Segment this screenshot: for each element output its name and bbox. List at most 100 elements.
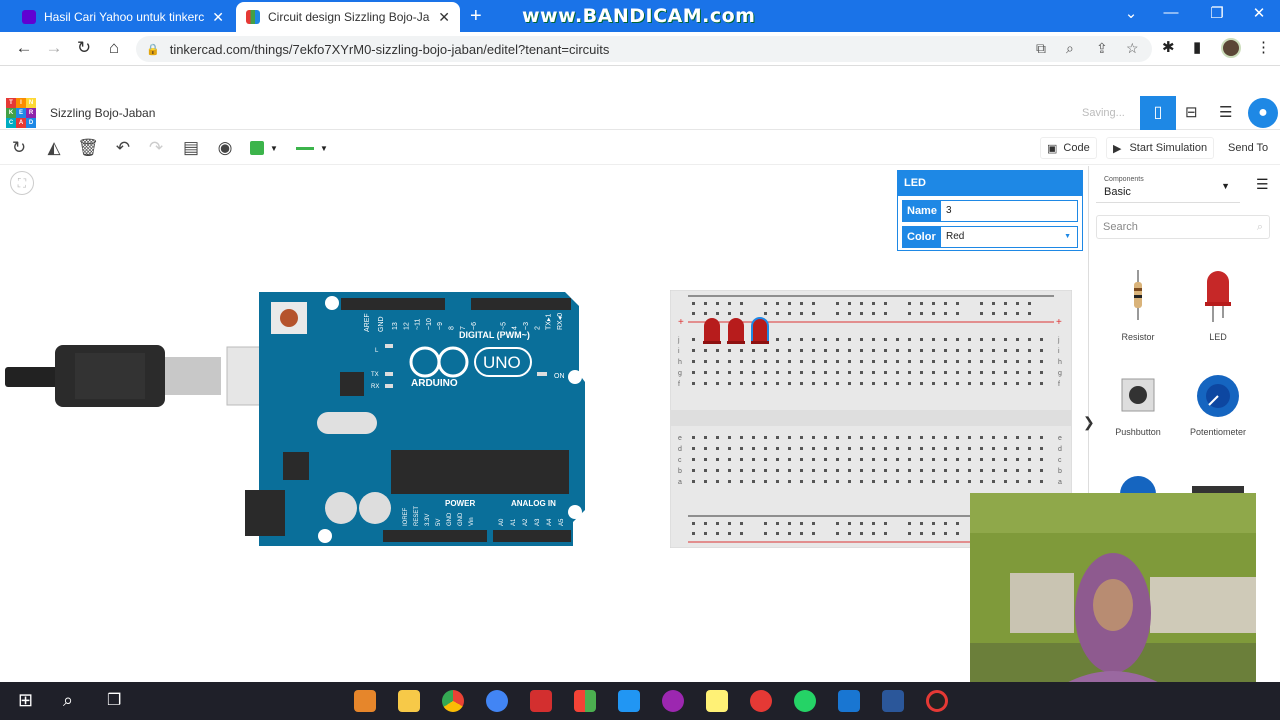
breadboard-hole[interactable] [896, 469, 899, 472]
breadboard-hole[interactable] [992, 349, 995, 352]
breadboard-hole[interactable] [848, 469, 851, 472]
breadboard-hole[interactable] [800, 522, 803, 525]
breadboard-hole[interactable] [860, 447, 863, 450]
code-button[interactable]: ▣ Code [1040, 137, 1097, 159]
breadboard-hole[interactable] [812, 532, 815, 535]
breadboard-hole[interactable] [836, 382, 839, 385]
breadboard-hole[interactable] [824, 436, 827, 439]
breadboard-hole[interactable] [908, 371, 911, 374]
breadboard-hole[interactable] [956, 360, 959, 363]
breadboard-hole[interactable] [716, 436, 719, 439]
breadboard-hole[interactable] [872, 312, 875, 315]
breadboard-hole[interactable] [848, 458, 851, 461]
breadboard-hole[interactable] [980, 480, 983, 483]
breadboard-hole[interactable] [1004, 447, 1007, 450]
breadboard-hole[interactable] [980, 371, 983, 374]
breadboard-hole[interactable] [824, 360, 827, 363]
breadboard-hole[interactable] [932, 436, 935, 439]
breadboard-hole[interactable] [1004, 480, 1007, 483]
breadboard-hole[interactable] [740, 458, 743, 461]
breadboard-hole[interactable] [992, 360, 995, 363]
breadboard-hole[interactable] [956, 522, 959, 525]
component-search-input[interactable]: Search ⌕ [1096, 215, 1270, 239]
extensions-icon[interactable]: ✱ [1162, 39, 1175, 56]
breadboard-hole[interactable] [836, 349, 839, 352]
breadboard-hole[interactable] [800, 360, 803, 363]
breadboard-hole[interactable] [860, 302, 863, 305]
windows-start-icon[interactable]: ⊞ [18, 690, 34, 710]
app-red-icon[interactable] [530, 690, 552, 712]
breadboard-hole[interactable] [788, 382, 791, 385]
url-field[interactable]: 🔒 tinkercad.com/things/7ekfo7XYrM0-sizzl… [136, 36, 1152, 62]
breadboard-hole[interactable] [920, 382, 923, 385]
breadboard-hole[interactable] [968, 458, 971, 461]
breadboard-hole[interactable] [788, 532, 791, 535]
breadboard-hole[interactable] [836, 338, 839, 341]
breadboard-hole[interactable] [776, 458, 779, 461]
breadboard-hole[interactable] [956, 371, 959, 374]
components-select[interactable]: Components Basic ▼ [1096, 171, 1240, 203]
reset-button[interactable] [280, 309, 298, 327]
tab-search-icon[interactable]: ⌄ [1124, 5, 1138, 22]
breadboard-hole[interactable] [1040, 338, 1043, 341]
breadboard-hole[interactable] [932, 360, 935, 363]
breadboard-hole[interactable] [812, 382, 815, 385]
breadboard-hole[interactable] [836, 312, 839, 315]
breadboard-hole[interactable] [932, 312, 935, 315]
breadboard-hole[interactable] [932, 338, 935, 341]
breadboard-hole[interactable] [884, 469, 887, 472]
opera-icon[interactable] [750, 690, 772, 712]
breadboard-hole[interactable] [764, 458, 767, 461]
breadboard-hole[interactable] [728, 436, 731, 439]
breadboard-hole[interactable] [848, 349, 851, 352]
breadboard-hole[interactable] [1040, 349, 1043, 352]
breadboard-hole[interactable] [740, 469, 743, 472]
breadboard-hole[interactable] [728, 371, 731, 374]
breadboard-hole[interactable] [776, 436, 779, 439]
reload-button[interactable]: ↻ [76, 38, 92, 57]
breadboard-hole[interactable] [1016, 382, 1019, 385]
breadboard-hole[interactable] [1004, 302, 1007, 305]
breadboard-hole[interactable] [884, 312, 887, 315]
breadboard-hole[interactable] [932, 532, 935, 535]
breadboard-hole[interactable] [692, 382, 695, 385]
whatsapp-icon[interactable] [794, 690, 816, 712]
breadboard-hole[interactable] [740, 436, 743, 439]
breadboard-hole[interactable] [872, 480, 875, 483]
breadboard-hole[interactable] [944, 349, 947, 352]
breadboard-hole[interactable] [788, 302, 791, 305]
part-pushbutton[interactable]: Pushbutton [1098, 375, 1178, 437]
breadboard-hole[interactable] [932, 382, 935, 385]
breadboard-hole[interactable] [1016, 338, 1019, 341]
schematic-view-icon[interactable]: ⊟ [1185, 104, 1198, 121]
close-icon[interactable]: ✕ [438, 8, 450, 25]
breadboard-hole[interactable] [1040, 469, 1043, 472]
breadboard-hole[interactable] [908, 360, 911, 363]
list-view-icon[interactable]: ☰ [1256, 176, 1269, 192]
breadboard-hole[interactable] [944, 532, 947, 535]
breadboard-hole[interactable] [716, 469, 719, 472]
breadboard-hole[interactable] [1016, 349, 1019, 352]
breadboard-hole[interactable] [692, 469, 695, 472]
breadboard-hole[interactable] [956, 338, 959, 341]
breadboard-hole[interactable] [992, 469, 995, 472]
breadboard-hole[interactable] [776, 382, 779, 385]
collapse-panel-icon[interactable]: ❯ [1083, 414, 1095, 430]
breadboard-hole[interactable] [860, 382, 863, 385]
breadboard-hole[interactable] [824, 349, 827, 352]
breadboard-hole[interactable] [956, 382, 959, 385]
breadboard-hole[interactable] [788, 436, 791, 439]
breadboard-hole[interactable] [800, 312, 803, 315]
breadboard-hole[interactable] [896, 458, 899, 461]
breadboard-hole[interactable] [836, 532, 839, 535]
breadboard-hole[interactable] [884, 447, 887, 450]
breadboard-hole[interactable] [824, 371, 827, 374]
breadboard-hole[interactable] [872, 469, 875, 472]
breadboard-hole[interactable] [704, 469, 707, 472]
breadboard-hole[interactable] [932, 480, 935, 483]
breadboard-hole[interactable] [704, 312, 707, 315]
start-simulation-button[interactable]: ▶ Start Simulation [1106, 137, 1215, 159]
breadboard-hole[interactable] [1028, 458, 1031, 461]
breadboard-hole[interactable] [812, 522, 815, 525]
